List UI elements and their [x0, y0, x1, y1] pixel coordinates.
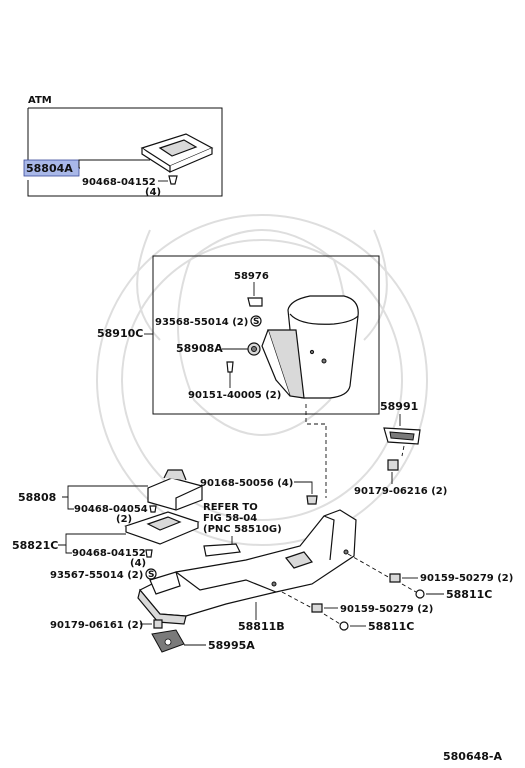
qty-2: (2) — [116, 514, 132, 525]
mounting-bracket — [151, 629, 185, 653]
part-90179-06216-label[interactable]: 90179-06216 (2) — [354, 486, 447, 497]
part-90179-06161-label[interactable]: 90179-06161 (2) — [50, 620, 143, 631]
part-58995A-label[interactable]: 58995A — [208, 639, 255, 652]
nut-icon — [415, 589, 425, 599]
part-90468-04054-label[interactable]: 90468-04054 — [74, 504, 148, 515]
part-90159-50279-b-label[interactable]: 90159-50279 (2) — [340, 604, 433, 615]
refer-line2: FIG 58-04 — [203, 513, 257, 524]
part-58811C-a-label[interactable]: 58811C — [446, 588, 492, 601]
part-93567-55014-label[interactable]: 93567-55014 (2) — [50, 570, 143, 581]
screw-icon-3 — [145, 568, 157, 580]
atm-frame — [27, 107, 223, 197]
part-58808-label[interactable]: 58808 — [18, 491, 56, 504]
qty-4-b: (4) — [130, 558, 146, 569]
part-58991-label[interactable]: 58991 — [380, 400, 418, 413]
part-93568-55014-label[interactable]: 93568-55014 (2) — [155, 317, 248, 328]
shift-plate — [124, 511, 200, 545]
screw-icon-5 — [311, 603, 323, 613]
svg-text:S: S — [148, 570, 154, 580]
part-90468-04152-a-label[interactable]: 90468-04152 — [82, 177, 156, 188]
shift-boot — [147, 469, 203, 511]
part-90468-04152-b-label[interactable]: 90468-04152 — [72, 548, 146, 559]
armrest-frame — [152, 255, 380, 415]
atm-label: ATM — [28, 95, 52, 106]
bolt-90179-06216 — [387, 459, 399, 471]
part-90151-40005-label[interactable]: 90151-40005 (2) — [188, 390, 281, 401]
hinge-bracket — [247, 297, 263, 307]
refer-line3: (PNC 58510G) — [203, 524, 282, 535]
diagram-id: 580648-A — [443, 750, 502, 763]
part-58821C-label[interactable]: 58821C — [12, 539, 58, 552]
bolt-icon-2 — [153, 619, 163, 629]
clip-icon — [168, 175, 178, 185]
screw-icon — [250, 315, 262, 327]
latch-knob — [247, 342, 261, 356]
part-58811C-b-label[interactable]: 58811C — [368, 620, 414, 633]
screw-icon-4 — [389, 573, 401, 583]
bolt-icon — [306, 495, 318, 505]
clip-icon-2 — [149, 505, 157, 513]
qty-4-a: (4) — [145, 187, 161, 198]
part-58811B-label[interactable]: 58811B — [238, 620, 285, 633]
reference-bracket — [203, 543, 241, 557]
part-58804A-label[interactable]: 58804A — [26, 162, 73, 175]
center-console — [137, 509, 357, 625]
clip-icon-3 — [145, 549, 153, 558]
part-58976-label[interactable]: 58976 — [234, 271, 269, 282]
refer-line1: REFER TO — [203, 502, 258, 513]
watermark — [96, 214, 428, 546]
armrest-lid — [261, 295, 359, 399]
part-90168-50056-label[interactable]: 90168-50056 (4) — [200, 478, 293, 489]
hinge-58991 — [383, 427, 421, 445]
screw-icon-2 — [226, 361, 234, 373]
part-58908A-label[interactable]: 58908A — [176, 342, 223, 355]
part-58910C-label[interactable]: 58910C — [97, 327, 143, 340]
shift-bezel-atm — [140, 133, 214, 173]
nut-icon-2 — [339, 621, 349, 631]
svg-text:S: S — [253, 317, 259, 327]
part-90159-50279-a-label[interactable]: 90159-50279 (2) — [420, 573, 513, 584]
